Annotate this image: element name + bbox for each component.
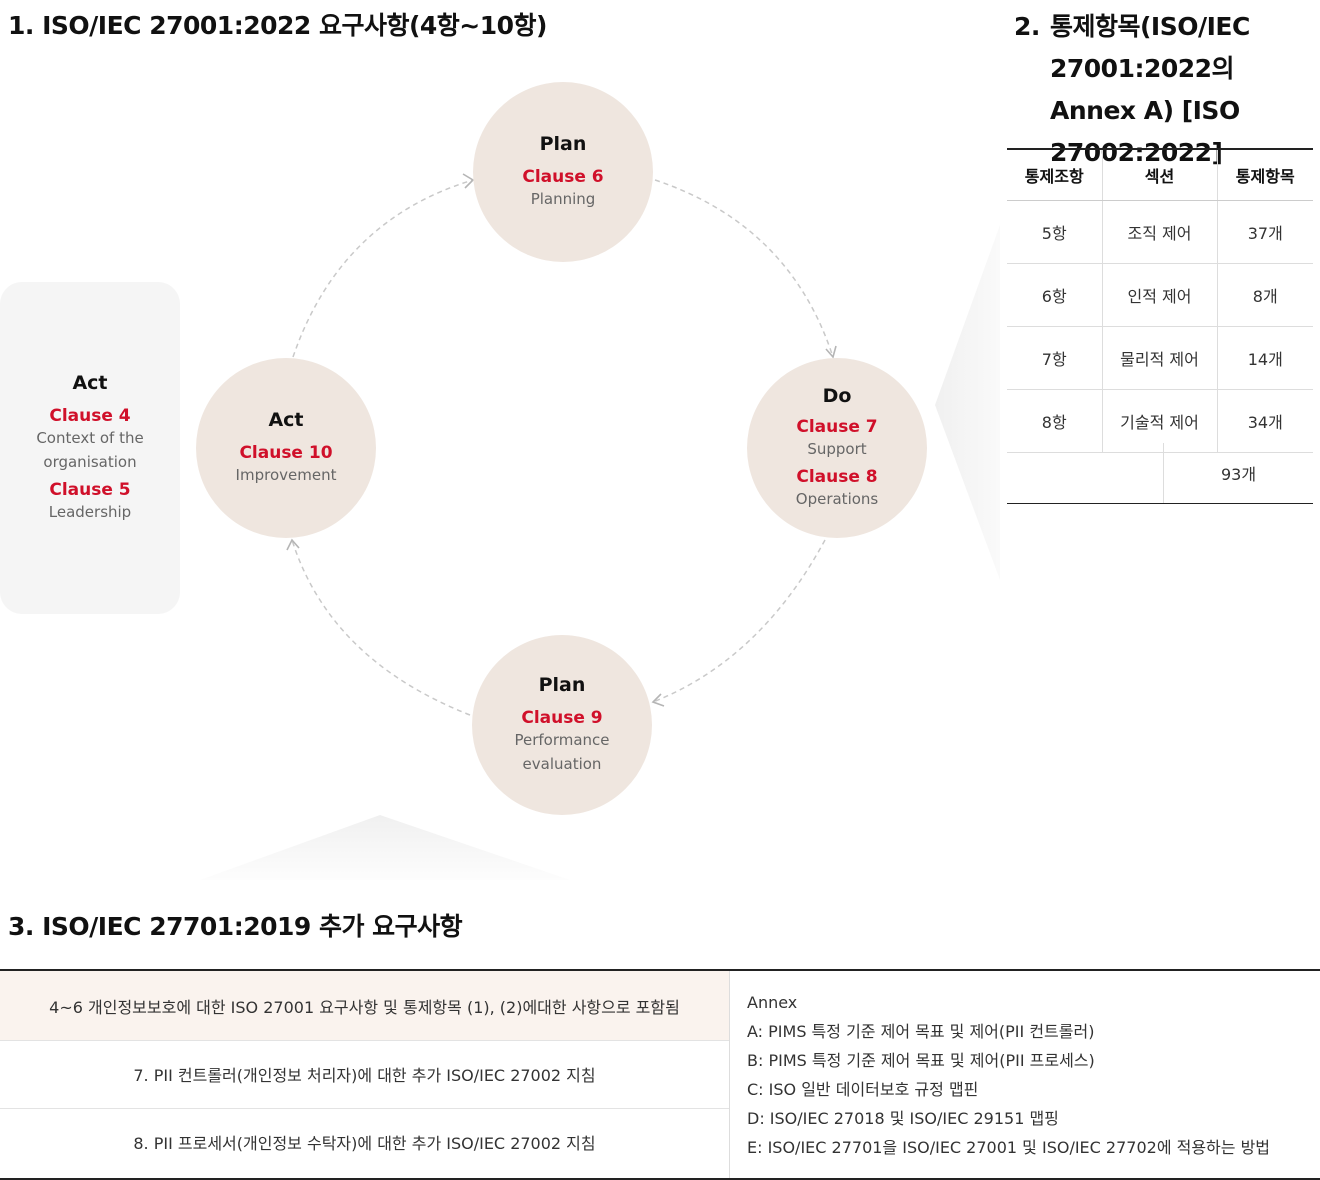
circle-act: Act Clause 10 Improvement bbox=[196, 358, 376, 538]
act-box: Act Clause 4 Context of the organisation… bbox=[0, 282, 180, 614]
annex-item-c: C: ISO 일반 데이터보호 규정 맵핀 bbox=[747, 1080, 979, 1099]
controls-table-total-row: 93개 bbox=[1007, 443, 1313, 504]
cell-clause: 8항 bbox=[1007, 389, 1102, 453]
cell-count: 34개 bbox=[1216, 389, 1313, 453]
annex-item-a: A: PIMS 특정 기준 제어 목표 및 제어(PII 컨트롤러) bbox=[747, 1022, 1095, 1041]
cell-section: 조직 제어 bbox=[1101, 200, 1217, 264]
circle-plan-bottom: Plan Clause 9 Performance evaluation bbox=[472, 635, 652, 815]
circle-do: Do Clause 7 Support Clause 8 Operations bbox=[747, 358, 927, 538]
requirements-row-1: 4~6 개인정보보호에 대한 ISO 27001 요구사항 및 통제항목 (1)… bbox=[0, 971, 729, 1041]
circle-act-clause: Clause 10 bbox=[239, 443, 333, 463]
annex-item-e: E: ISO/IEC 27701을 ISO/IEC 27001 및 ISO/IE… bbox=[747, 1138, 1271, 1157]
cell-section: 물리적 제어 bbox=[1101, 326, 1217, 390]
header-clause: 통제조항 bbox=[1007, 148, 1102, 201]
arrow-plan-to-do bbox=[654, 179, 834, 358]
cell-count: 37개 bbox=[1216, 200, 1313, 264]
requirements-row-2: 7. PII 컨트롤러(개인정보 처리자)에 대한 추가 ISO/IEC 270… bbox=[0, 1040, 729, 1109]
circle-plan-top-desc: Planning bbox=[530, 190, 596, 208]
circle-plan-top-title: Plan bbox=[539, 133, 587, 155]
annex-item-b: B: PIMS 특정 기준 제어 목표 및 제어(PII 프로세스) bbox=[747, 1051, 1095, 1070]
requirements-table: 4~6 개인정보보호에 대한 ISO 27001 요구사항 및 통제항목 (1)… bbox=[0, 969, 1320, 1180]
section-1-title: 1. ISO/IEC 27001:2022 요구사항(4항~10항) bbox=[8, 11, 547, 40]
table-row: 5항 조직 제어 37개 bbox=[1007, 200, 1313, 264]
circle-plan-top-clause: Clause 6 bbox=[522, 167, 604, 187]
circle-do-desc-7: Support bbox=[807, 440, 867, 458]
circle-do-desc-8: Operations bbox=[795, 490, 879, 508]
requirements-row-3: 8. PII 프로세서(개인정보 수탁자)에 대한 추가 ISO/IEC 270… bbox=[133, 1134, 596, 1153]
cell-count: 8개 bbox=[1216, 263, 1313, 327]
act-box-desc-5: Leadership bbox=[48, 503, 132, 521]
circle-act-desc: Improvement bbox=[235, 466, 337, 484]
annex-list: Annex A: PIMS 특정 기준 제어 목표 및 제어(PII 컨트롤러)… bbox=[729, 971, 1320, 1178]
cell-clause: 7항 bbox=[1007, 326, 1102, 390]
table-row: 6항 인적 제어 8개 bbox=[1007, 263, 1313, 327]
controls-table-header: 통제조항 섹션 통제항목 bbox=[1007, 148, 1313, 201]
circle-act-title: Act bbox=[268, 409, 304, 431]
table-row: 7항 물리적 제어 14개 bbox=[1007, 326, 1313, 390]
act-box-clause-4: Clause 4 bbox=[49, 406, 131, 426]
act-box-clause-5: Clause 5 bbox=[49, 480, 131, 500]
callout-wedge-right bbox=[935, 225, 1000, 580]
circle-do-title: Do bbox=[822, 385, 852, 407]
arrow-plan-to-act bbox=[291, 539, 471, 716]
act-box-title: Act bbox=[72, 372, 108, 394]
cell-count: 14개 bbox=[1216, 326, 1313, 390]
table-row: 8항 기술적 제어 34개 bbox=[1007, 389, 1313, 453]
cell-clause: 5항 bbox=[1007, 200, 1102, 264]
total-divider bbox=[1163, 443, 1164, 503]
act-box-desc-4: Context of the organisation bbox=[36, 429, 144, 471]
circle-do-clause-8: Clause 8 bbox=[796, 467, 878, 487]
cell-section: 인적 제어 bbox=[1101, 263, 1217, 327]
annex-item-d: D: ISO/IEC 27018 및 ISO/IEC 29151 맵핑 bbox=[747, 1109, 1059, 1128]
callout-wedge-bottom bbox=[200, 815, 570, 880]
arrow-do-to-plan bbox=[652, 539, 826, 703]
circle-do-clause-7: Clause 7 bbox=[796, 417, 878, 437]
section-3-title: 3. ISO/IEC 27701:2019 추가 요구사항 bbox=[8, 912, 463, 941]
circle-plan-bottom-desc: Performance evaluation bbox=[514, 731, 610, 773]
arrow-act-to-plan bbox=[292, 179, 474, 358]
circle-plan-top: Plan Clause 6 Planning bbox=[473, 82, 653, 262]
header-section: 섹션 bbox=[1101, 148, 1217, 201]
cell-clause: 6항 bbox=[1007, 263, 1102, 327]
annex-title: Annex bbox=[747, 993, 798, 1012]
circle-plan-bottom-title: Plan bbox=[538, 674, 586, 696]
controls-table: 통제조항 섹션 통제항목 5항 조직 제어 37개 6항 인적 제어 8개 7항… bbox=[1007, 148, 1313, 453]
section-2-number: 2. bbox=[1014, 12, 1040, 41]
header-controls: 통제항목 bbox=[1216, 148, 1313, 201]
cell-section: 기술적 제어 bbox=[1101, 389, 1217, 453]
controls-total: 93개 bbox=[1220, 465, 1257, 484]
circle-plan-bottom-clause: Clause 9 bbox=[521, 708, 603, 728]
requirements-left-column: 4~6 개인정보보호에 대한 ISO 27001 요구사항 및 통제항목 (1)… bbox=[0, 971, 729, 1178]
